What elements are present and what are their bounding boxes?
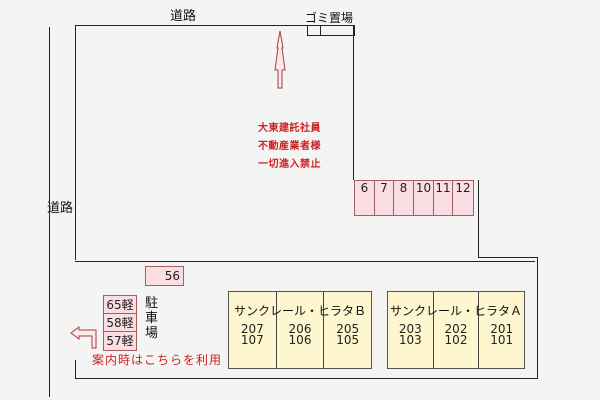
road-label-top: 道路: [170, 9, 197, 24]
parking-kei-column: 65軽 58軽 57軽: [103, 295, 137, 351]
unit-lower: 101: [490, 333, 514, 347]
unit-lower: 106: [288, 333, 312, 347]
site-bottom-edge: [75, 378, 538, 379]
unit-lower: 103: [398, 333, 422, 347]
garbage-divider: [320, 25, 321, 35]
notice-line: 一切進入禁止: [258, 159, 321, 170]
arrow-up-icon: [274, 30, 286, 89]
site-left-edge: [75, 25, 76, 260]
parking-label-char: 駐: [145, 296, 159, 311]
site-top-edge: [75, 25, 353, 26]
road-label-left: 道路: [47, 197, 74, 216]
unit-upper: 203: [398, 322, 422, 336]
parking-slot[interactable]: 10: [414, 181, 434, 215]
guide-note: 案内時はこちらを利用: [92, 353, 223, 367]
unit-upper: 202: [444, 322, 468, 336]
notice-line: 不動産業者様: [258, 141, 321, 152]
parking-slot[interactable]: 11: [434, 181, 453, 215]
parking-label-char: 場: [145, 326, 159, 341]
notice-line: 大東建託社員: [258, 123, 321, 134]
parking-slot[interactable]: 56: [146, 267, 183, 285]
parking-slot[interactable]: 7: [375, 181, 394, 215]
building-name: サンクレール・ヒラタＢ: [233, 304, 366, 318]
unit-lower: 107: [240, 333, 264, 347]
parking-slot[interactable]: 57軽: [104, 332, 136, 350]
site-right-edge-lower: [537, 257, 538, 379]
parking-row-single: 56: [145, 266, 184, 286]
parking-slot[interactable]: 8: [394, 181, 414, 215]
unit-lower: 105: [336, 333, 360, 347]
unit-upper: 206: [288, 322, 312, 336]
site-divider: [75, 261, 535, 262]
site-right-step-h: [478, 257, 538, 258]
site-right-step: [478, 180, 479, 258]
parking-slot[interactable]: 65軽: [104, 296, 136, 314]
no-entry-notice: 大東建託社員 不動産業者様 一切進入禁止: [258, 120, 321, 174]
garbage-label: ゴミ置場: [305, 11, 354, 25]
unit-upper: 207: [240, 322, 264, 336]
unit-upper: 201: [490, 322, 514, 336]
unit-lower: 102: [444, 333, 468, 347]
site-right-edge-mid: [353, 35, 354, 180]
unit-upper: 205: [336, 322, 360, 336]
site-left-lower: [75, 360, 76, 379]
parking-slot[interactable]: 58軽: [104, 314, 136, 332]
parking-slot[interactable]: 6: [355, 181, 375, 215]
parking-label-char: 車: [145, 311, 159, 326]
parking-slot[interactable]: 12: [453, 181, 473, 215]
arrow-left-icon: [70, 326, 97, 349]
parking-row-top: 6 7 8 10 11 12: [354, 180, 474, 216]
garbage-station: [307, 25, 355, 36]
road-edge-left: [49, 27, 50, 397]
parking-label: 駐 車 場: [145, 296, 158, 341]
building-name: サンクレール・ヒラタＡ: [389, 304, 522, 318]
